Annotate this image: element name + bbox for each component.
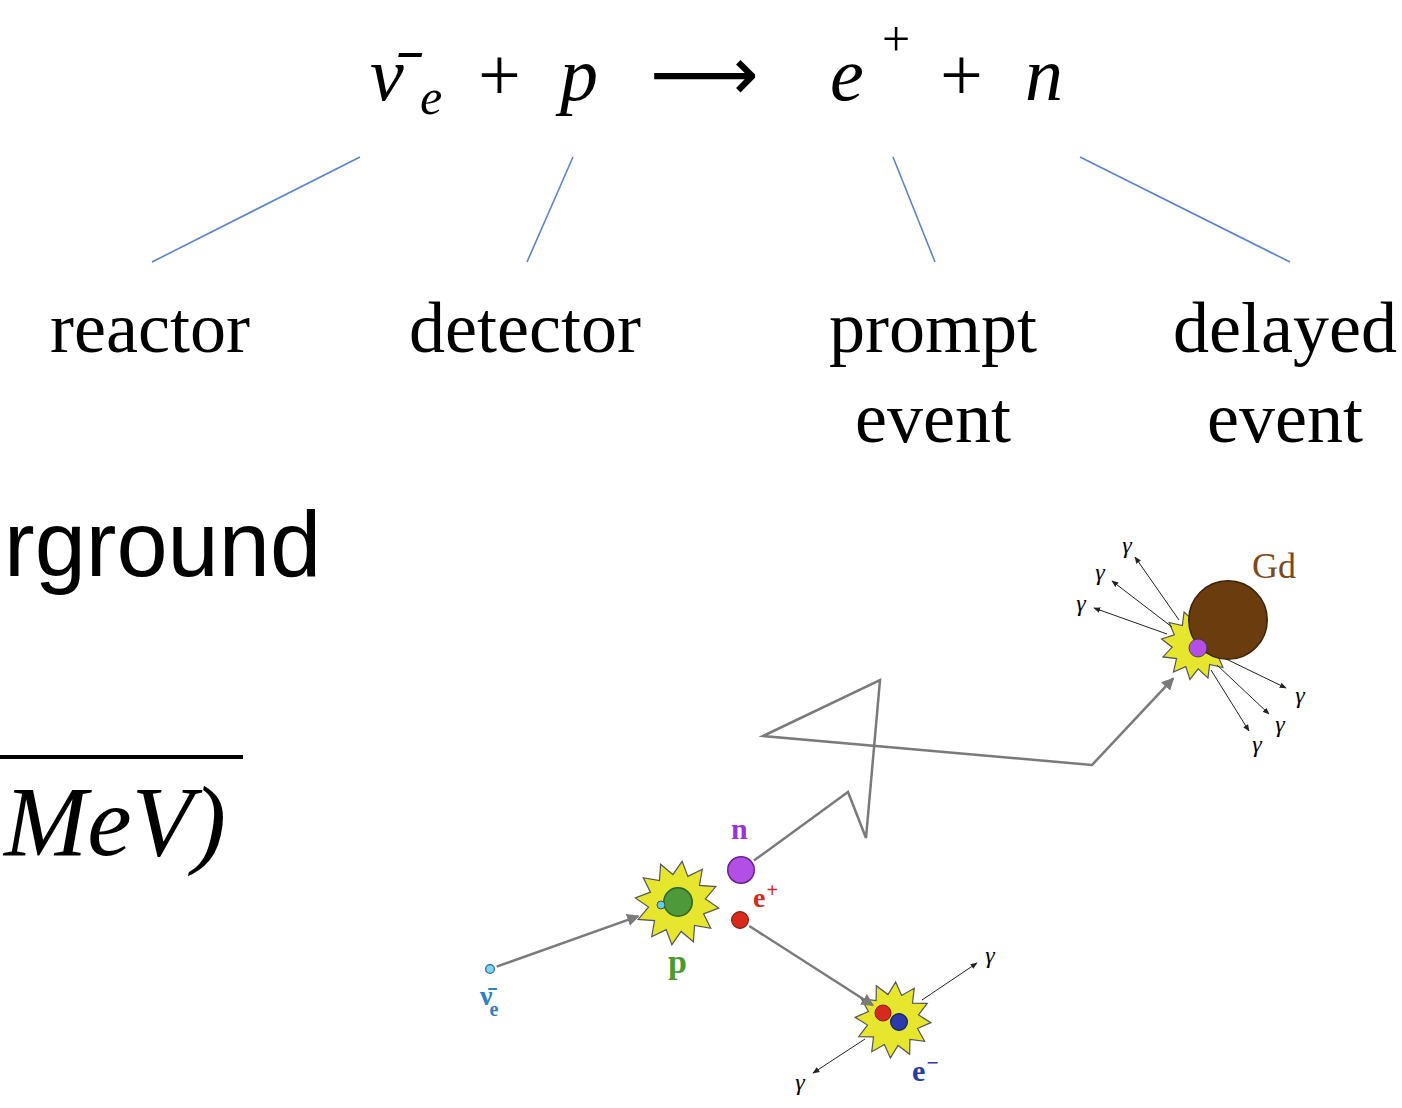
gamma-label: γ — [795, 1070, 804, 1094]
gamma-ray — [1094, 608, 1167, 634]
formula-fragment: MeV) — [4, 772, 226, 872]
electron-particle: e− — [890, 1013, 908, 1031]
leader-line — [893, 157, 935, 262]
role-label: delayed event — [1165, 283, 1402, 463]
gamma-label: γ — [1095, 560, 1104, 584]
gamma-label: γ — [1275, 712, 1284, 736]
particle-label: n — [731, 814, 748, 844]
gamma-ray — [1222, 657, 1286, 688]
equation-operator: + — [478, 36, 521, 112]
particle-outline — [1188, 580, 1268, 660]
particle-outline — [727, 856, 755, 884]
starburst — [852, 979, 933, 1060]
gamma-rays — [813, 557, 1286, 1073]
gamma-ray — [922, 963, 977, 1000]
role-label: reactor — [25, 283, 275, 373]
gamma-label: γ — [1295, 683, 1304, 707]
gamma-ray — [1112, 581, 1172, 627]
gamma-ray — [1211, 670, 1249, 731]
antineutrino-particle: ν̄e — [485, 964, 495, 974]
role-label: prompt event — [808, 283, 1058, 463]
particle-charge: − — [926, 1053, 938, 1075]
particle-circle — [486, 965, 495, 974]
fraction-bar — [0, 755, 243, 759]
gamma-ray — [1217, 665, 1269, 714]
leader-line — [152, 157, 360, 262]
particle-track — [497, 916, 639, 967]
particle-dot — [657, 901, 665, 909]
proton-particle: p — [663, 887, 693, 917]
particle-circle — [891, 1014, 908, 1031]
particle-outline — [485, 964, 495, 974]
leader-line — [527, 157, 573, 262]
equation-symbol: n — [1025, 36, 1063, 112]
particle-label: p — [668, 945, 687, 979]
starburst — [630, 856, 724, 950]
particle-subscript: e — [490, 999, 499, 1019]
particle-symbol: e — [753, 884, 765, 912]
positron-dot — [875, 1005, 891, 1021]
particle-symbol: e — [912, 1056, 925, 1086]
particle-label: e− — [912, 1056, 939, 1086]
particle-outline — [731, 911, 749, 929]
particle-outline — [890, 1013, 908, 1031]
equation-operator: + — [940, 36, 983, 112]
gamma-ray — [1135, 557, 1179, 620]
particle-charge: + — [766, 880, 778, 900]
gamma-ray — [813, 1039, 865, 1073]
heading-fragment: rground — [4, 498, 321, 590]
gamma-label: γ — [1076, 591, 1085, 615]
equation-symbol: e — [830, 36, 864, 112]
leader-lines — [152, 157, 1290, 262]
particle-circle — [732, 912, 749, 929]
particle-circle — [1189, 581, 1268, 660]
equation-superscript: + — [882, 14, 910, 64]
equation-arrow: ⟶ — [650, 36, 759, 112]
gamma-label: γ — [985, 943, 994, 967]
leader-line — [1080, 157, 1290, 262]
particle-dot — [1189, 639, 1207, 657]
neutron-particle: n — [727, 856, 755, 884]
particle-outline — [663, 887, 693, 917]
role-label: detector — [400, 283, 650, 373]
particle-label: ν̄e — [480, 982, 498, 1010]
gadolinium-nucleus: Gd — [1188, 580, 1268, 660]
particle-circle — [664, 888, 693, 917]
particle-label: e+ — [753, 884, 778, 912]
equation-symbol: p — [560, 36, 598, 112]
equation-symbol: ν̄ — [370, 36, 404, 112]
positron-particle: e+ — [731, 911, 749, 929]
particle-circle — [728, 857, 755, 884]
particle-track — [749, 926, 873, 1005]
gamma-label: γ — [1122, 533, 1131, 557]
particle-track — [754, 678, 1173, 860]
particle-symbol: Gd — [1252, 548, 1296, 584]
particle-symbol: p — [668, 945, 687, 979]
particle-symbol: n — [731, 814, 748, 844]
particle-label: Gd — [1252, 548, 1296, 584]
gamma-label: γ — [1252, 732, 1261, 756]
equation-subscript: e — [420, 72, 442, 122]
